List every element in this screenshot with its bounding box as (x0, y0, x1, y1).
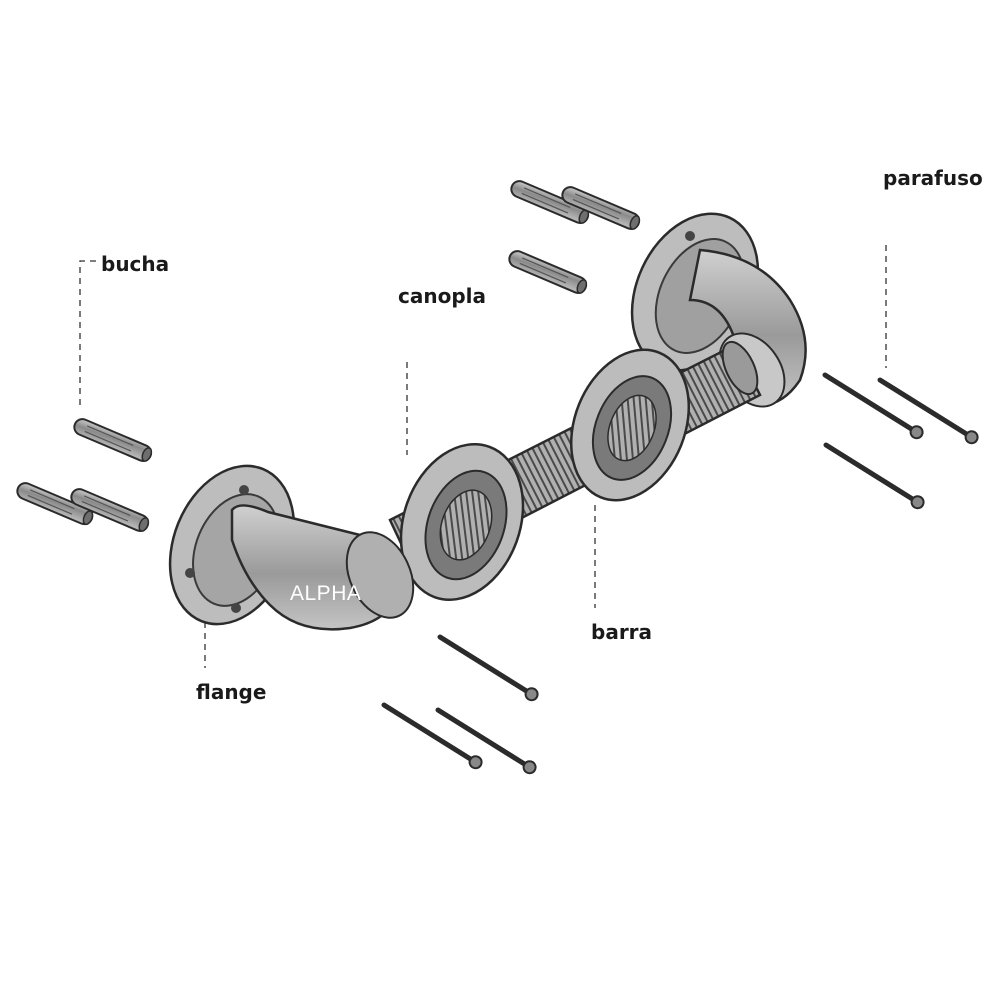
right-flange-assembly (630, 212, 807, 408)
wall-plug (16, 482, 94, 526)
label-bucha: bucha (101, 252, 170, 276)
label-flange: flange (196, 680, 267, 704)
screw (823, 442, 925, 510)
screw (822, 372, 924, 440)
screw (435, 707, 537, 775)
wall-plug (73, 418, 153, 462)
screws (381, 372, 979, 775)
leader-lines (79, 245, 887, 668)
screw (437, 634, 539, 702)
screw (877, 377, 979, 445)
screw (381, 702, 483, 770)
label-parafuso: parafuso (883, 166, 983, 190)
brand-logo: ALPHA (290, 582, 361, 605)
canopla-right (569, 348, 691, 502)
canopla-left (399, 443, 525, 601)
wall-plug (508, 250, 588, 294)
wall-plug (510, 180, 590, 224)
wall-plug (70, 488, 150, 532)
wall-plugs (16, 180, 641, 532)
label-canopla: canopla (398, 284, 486, 308)
left-flange-assembly (168, 464, 415, 631)
wall-plug (561, 186, 641, 230)
leader-bucha (79, 260, 96, 410)
label-barra: barra (591, 620, 653, 644)
